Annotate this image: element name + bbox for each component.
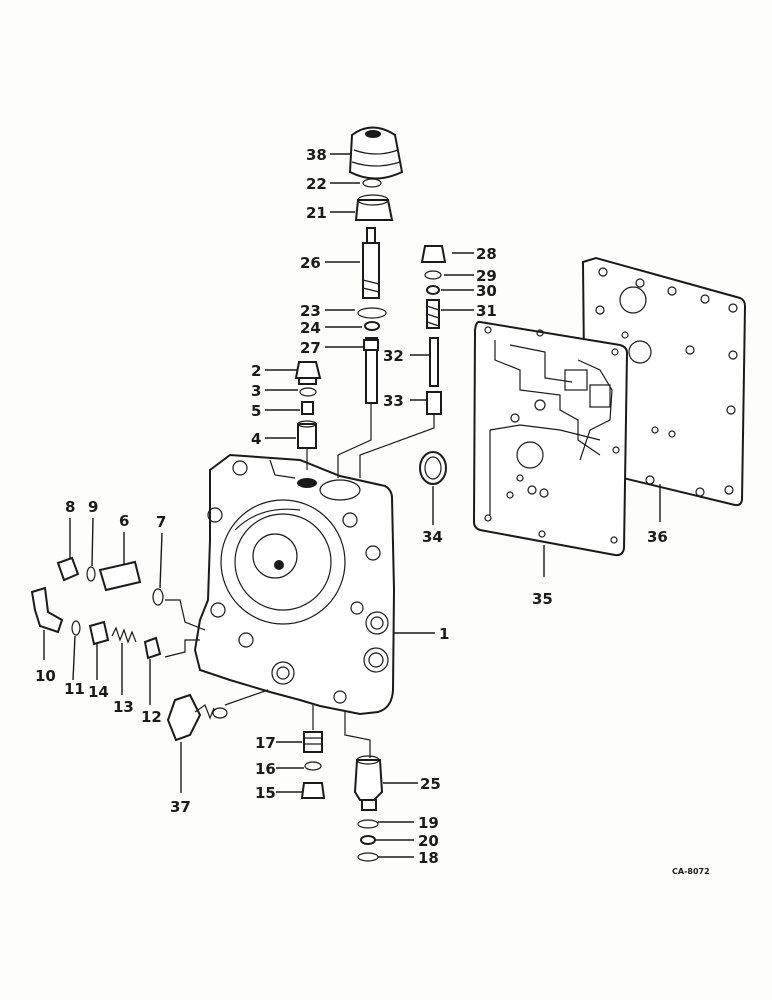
pressure-stack — [337, 126, 404, 478]
label-4: 4 — [251, 430, 261, 448]
label-33: 33 — [383, 392, 404, 410]
label-10: 10 — [35, 667, 56, 685]
label-30: 30 — [476, 282, 497, 300]
left-parts — [30, 556, 206, 660]
label-17: 17 — [255, 734, 276, 752]
label-7: 7 — [156, 513, 166, 531]
label-19: 19 — [418, 814, 439, 832]
label-8: 8 — [65, 498, 75, 516]
label-34: 34 — [422, 528, 443, 546]
label-6: 6 — [119, 512, 129, 530]
label-27: 27 — [300, 339, 321, 357]
label-35: 35 — [532, 590, 553, 608]
label-22: 22 — [306, 175, 327, 193]
label-13: 13 — [113, 698, 134, 716]
figure-code: CA-8072 — [672, 867, 710, 876]
label-2: 2 — [251, 362, 261, 380]
label-15: 15 — [255, 784, 276, 802]
label-3: 3 — [251, 382, 261, 400]
label-5: 5 — [251, 402, 261, 420]
part-labels: 38 22 21 26 23 24 27 2 3 5 4 28 29 30 31… — [35, 146, 710, 876]
label-9: 9 — [88, 498, 98, 516]
label-32: 32 — [383, 347, 404, 365]
label-14: 14 — [88, 683, 109, 701]
label-21: 21 — [306, 204, 327, 222]
label-29: 29 — [476, 267, 497, 285]
label-16: 16 — [255, 760, 276, 778]
label-20: 20 — [418, 832, 439, 850]
label-11: 11 — [64, 680, 85, 698]
label-24: 24 — [300, 319, 321, 337]
label-23: 23 — [300, 302, 321, 320]
label-12: 12 — [141, 708, 162, 726]
pilot-stack — [359, 245, 447, 478]
label-18: 18 — [418, 849, 439, 867]
label-36: 36 — [647, 528, 668, 546]
label-37: 37 — [170, 798, 191, 816]
relief-stack — [294, 361, 322, 470]
bottom-parts — [166, 689, 384, 862]
label-28: 28 — [476, 245, 497, 263]
label-31: 31 — [476, 302, 497, 320]
separator-plate — [472, 320, 629, 557]
label-1: 1 — [439, 625, 449, 643]
valve-body — [193, 453, 396, 716]
label-25: 25 — [420, 775, 441, 793]
label-38: 38 — [306, 146, 327, 164]
leader-lines — [43, 153, 661, 858]
seal-ring — [419, 451, 447, 485]
label-26: 26 — [300, 254, 321, 272]
